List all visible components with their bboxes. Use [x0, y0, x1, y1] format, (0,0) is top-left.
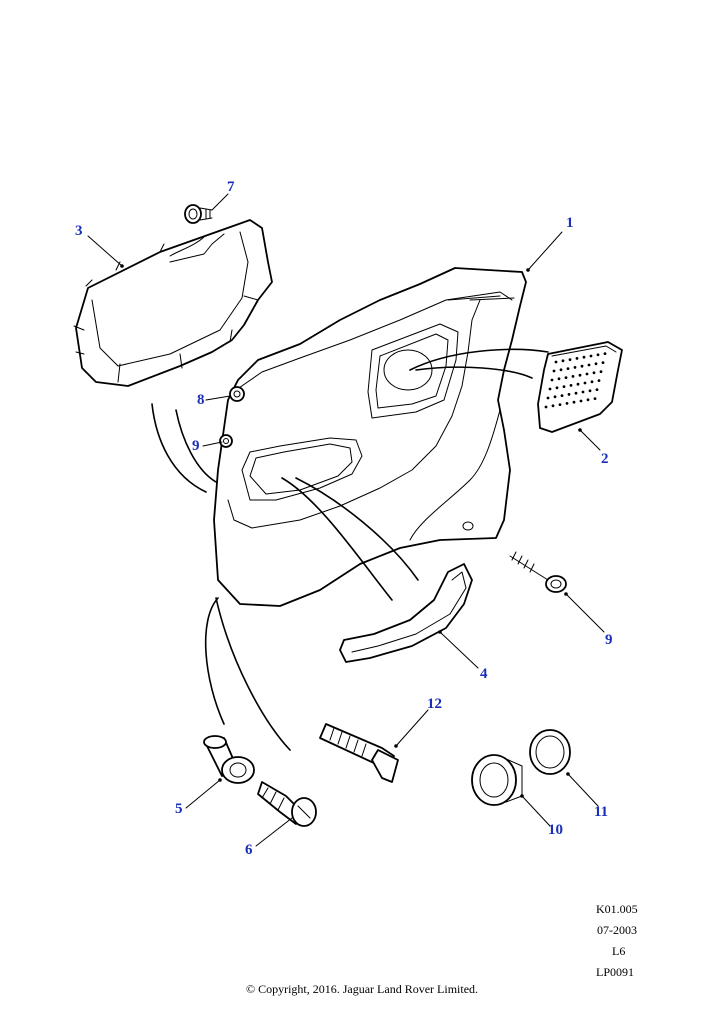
callout-12: 12	[427, 696, 442, 712]
grille-hole	[572, 400, 576, 404]
grille-hole	[593, 397, 597, 400]
grille-hole	[566, 367, 570, 370]
grille-hole	[550, 378, 554, 382]
callout-11: 11	[594, 804, 609, 820]
grille-hole	[585, 372, 589, 376]
diagram-reference: K01.005	[596, 902, 638, 916]
part-clip-9-panel	[219, 434, 233, 448]
grille-hole	[582, 355, 586, 359]
callout-2: 2	[601, 451, 609, 467]
grille-hole	[554, 360, 558, 364]
grille-hole	[546, 396, 550, 400]
grille-hole	[594, 362, 598, 366]
grille-hole	[581, 390, 585, 394]
part-retaining-ring	[529, 729, 571, 775]
grille-hole	[596, 353, 600, 357]
assembly-guide-lines	[151, 348, 549, 751]
callout-7: 7	[227, 179, 235, 195]
grille-hole	[568, 358, 572, 361]
grille-hole	[559, 368, 563, 372]
grille-hole	[592, 371, 596, 375]
leader-lines	[87, 193, 605, 847]
grille-hole	[562, 385, 566, 388]
part-fir-tree-clip	[319, 723, 399, 783]
grille-hole	[575, 357, 579, 360]
grille-hole	[574, 391, 578, 395]
grille-hole	[578, 373, 582, 377]
grille-hole	[569, 384, 573, 387]
grille-hole	[589, 354, 593, 358]
grille-hole	[553, 395, 557, 399]
grille-hole	[561, 359, 565, 363]
grille-hole	[599, 370, 603, 373]
grille-hole	[548, 387, 552, 391]
grille-perforations	[544, 352, 607, 409]
callout-9-bolt: 9	[605, 632, 613, 648]
grille-hole	[567, 393, 571, 396]
diagram-code: LP0091	[596, 965, 635, 979]
grille-hole	[595, 388, 599, 391]
grille-hole	[583, 381, 587, 385]
callout-9-panel: 9	[192, 438, 200, 454]
callout-4: 4	[480, 666, 488, 682]
callout-3: 3	[75, 223, 83, 239]
part-upper-trim-panel	[73, 219, 273, 387]
grille-hole	[571, 375, 575, 378]
callout-6: 6	[245, 842, 253, 858]
grille-hole	[587, 363, 591, 367]
grille-hole	[544, 405, 548, 409]
diagram-date: 07-2003	[597, 923, 637, 937]
grille-hole	[558, 403, 562, 406]
callout-10: 10	[548, 822, 563, 838]
part-bolt-9	[509, 551, 567, 593]
part-trim-strip	[339, 563, 473, 663]
grille-hole	[590, 380, 594, 384]
callout-8: 8	[197, 392, 205, 408]
part-door-trim-panel	[213, 267, 527, 607]
part-push-clip	[257, 781, 317, 827]
part-clip-7	[184, 204, 213, 224]
diagram-level: L6	[612, 944, 626, 958]
grille-hole	[551, 404, 555, 408]
grille-hole	[560, 394, 564, 397]
callout-5: 5	[175, 801, 183, 817]
grille-hole	[573, 366, 577, 369]
grille-hole	[588, 389, 592, 393]
grille-hole	[552, 369, 556, 373]
grille-hole	[580, 364, 584, 368]
part-grommet	[471, 754, 523, 806]
grille-hole	[564, 376, 568, 379]
grille-hole	[565, 402, 569, 405]
copyright-notice: © Copyright, 2016. Jaguar Land Rover Lim…	[245, 982, 479, 996]
part-bushing	[203, 735, 255, 784]
grille-hole	[557, 377, 561, 381]
grille-hole	[586, 398, 590, 402]
part-speaker-grille	[537, 341, 623, 433]
grille-hole	[555, 386, 559, 390]
grille-hole	[601, 361, 605, 364]
grille-hole	[579, 399, 583, 403]
grille-hole	[603, 352, 607, 355]
grille-hole	[576, 382, 580, 386]
part-clip-8	[229, 386, 245, 402]
grille-hole	[597, 379, 601, 382]
callout-1: 1	[566, 215, 574, 231]
